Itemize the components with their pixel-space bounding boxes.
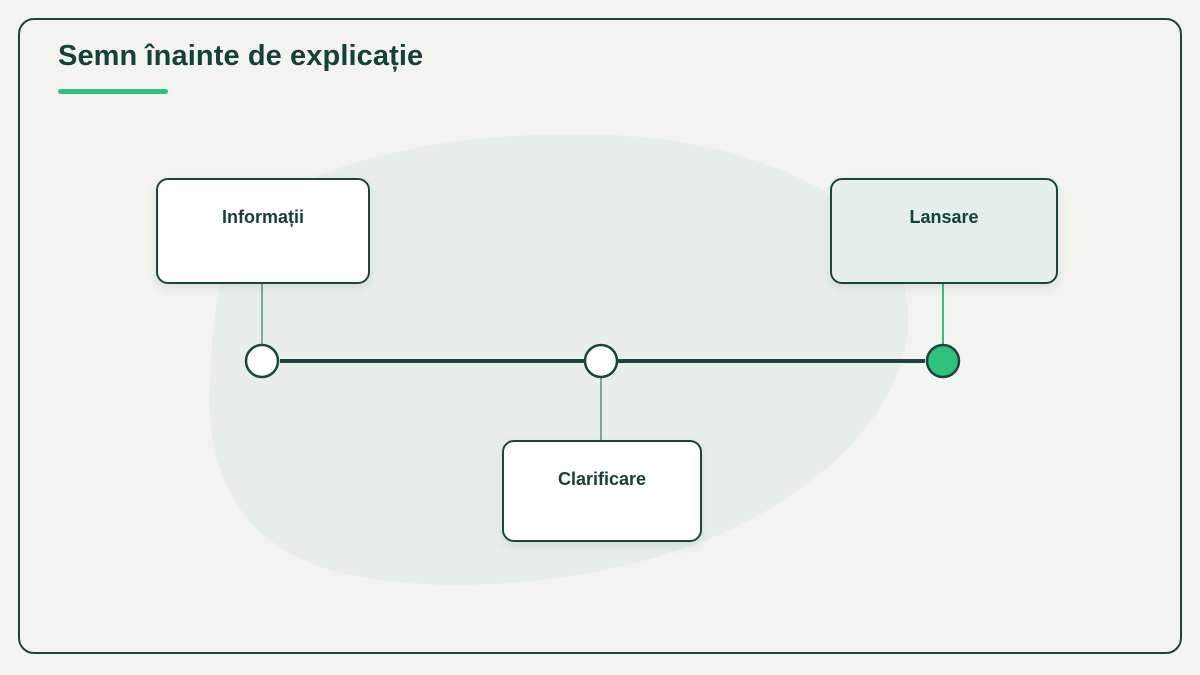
node-clarificare: Clarificare	[502, 440, 702, 542]
node-label-clarificare: Clarificare	[557, 469, 647, 489]
slide-title: Semn înainte de explicație	[58, 40, 424, 72]
title-underline	[58, 89, 168, 94]
node-informatii: Informații	[156, 178, 370, 284]
milestone-clarificare	[583, 343, 619, 379]
node-lansare: Lansare	[830, 178, 1058, 284]
milestone-lansare	[925, 343, 961, 379]
milestone-informatii	[244, 343, 280, 379]
slide-frame	[18, 18, 1182, 654]
node-label-lansare: Lansare	[909, 207, 979, 227]
node-label-informatii: Informații	[221, 207, 304, 227]
